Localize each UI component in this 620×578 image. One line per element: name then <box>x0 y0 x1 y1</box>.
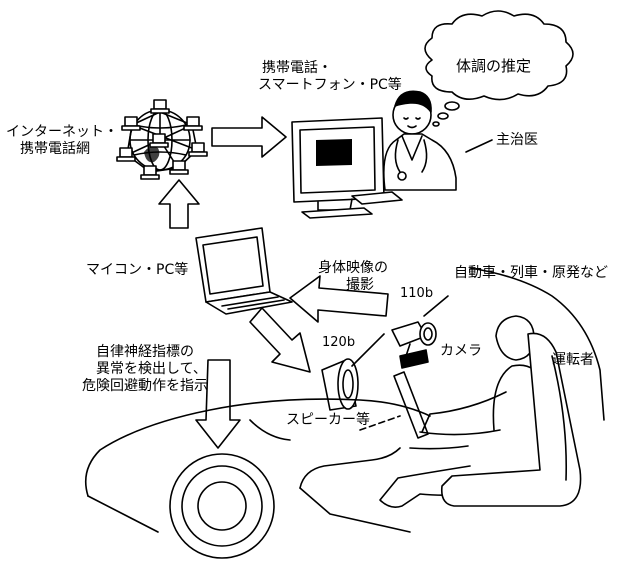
microcomputer-label: マイコン・PC等 <box>86 262 189 278</box>
thought-bubble-icon <box>424 10 574 127</box>
instruction-label-line2: 異常を検出して、 <box>96 361 207 377</box>
doctor-label: 主治医 <box>496 132 538 148</box>
arrow-network-to-phone-icon <box>211 116 287 158</box>
network-label-line2: 携帯電話網 <box>20 141 90 157</box>
instruction-label-line3: 危険回避動作を指示 <box>82 378 208 394</box>
steering-wheel-icon <box>393 371 429 439</box>
camera-label: カメラ <box>440 343 482 359</box>
speaker-icon <box>321 333 385 411</box>
arrow-laptop-to-network-icon <box>158 179 200 229</box>
body-video-label-line1: 身体映像の <box>318 260 388 276</box>
arrow-camera-to-laptop-icon <box>289 275 389 323</box>
desktop-computer-icon <box>291 117 403 219</box>
speaker-label: スピーカー等 <box>286 412 370 428</box>
phone-label-line1: 携帯電話・ <box>262 60 332 76</box>
car-seat-icon <box>440 332 582 507</box>
instruction-label-line1: 自律神経指標の <box>96 344 194 360</box>
doctor-icon <box>383 90 457 191</box>
car-body-icon <box>84 267 605 559</box>
phone-label-line2: スマートフォン・PC等 <box>258 77 402 93</box>
estimate-label: 体調の推定 <box>456 57 532 75</box>
arrow-down-icon <box>195 359 241 449</box>
camera-ref-label: 110b <box>400 286 434 301</box>
body-video-label-line2: 撮影 <box>346 277 374 293</box>
arrow-laptop-to-speaker-icon <box>249 307 311 373</box>
network-label-line1: インターネット・ <box>6 124 118 140</box>
network-globe-icon <box>116 99 208 180</box>
speaker-ref-label: 120b <box>322 335 356 350</box>
laptop-icon <box>195 227 293 315</box>
vehicles-label: 自動車・列車・原発など <box>454 265 608 281</box>
driver-label: 運転者 <box>552 352 594 368</box>
camera-icon <box>391 321 437 369</box>
